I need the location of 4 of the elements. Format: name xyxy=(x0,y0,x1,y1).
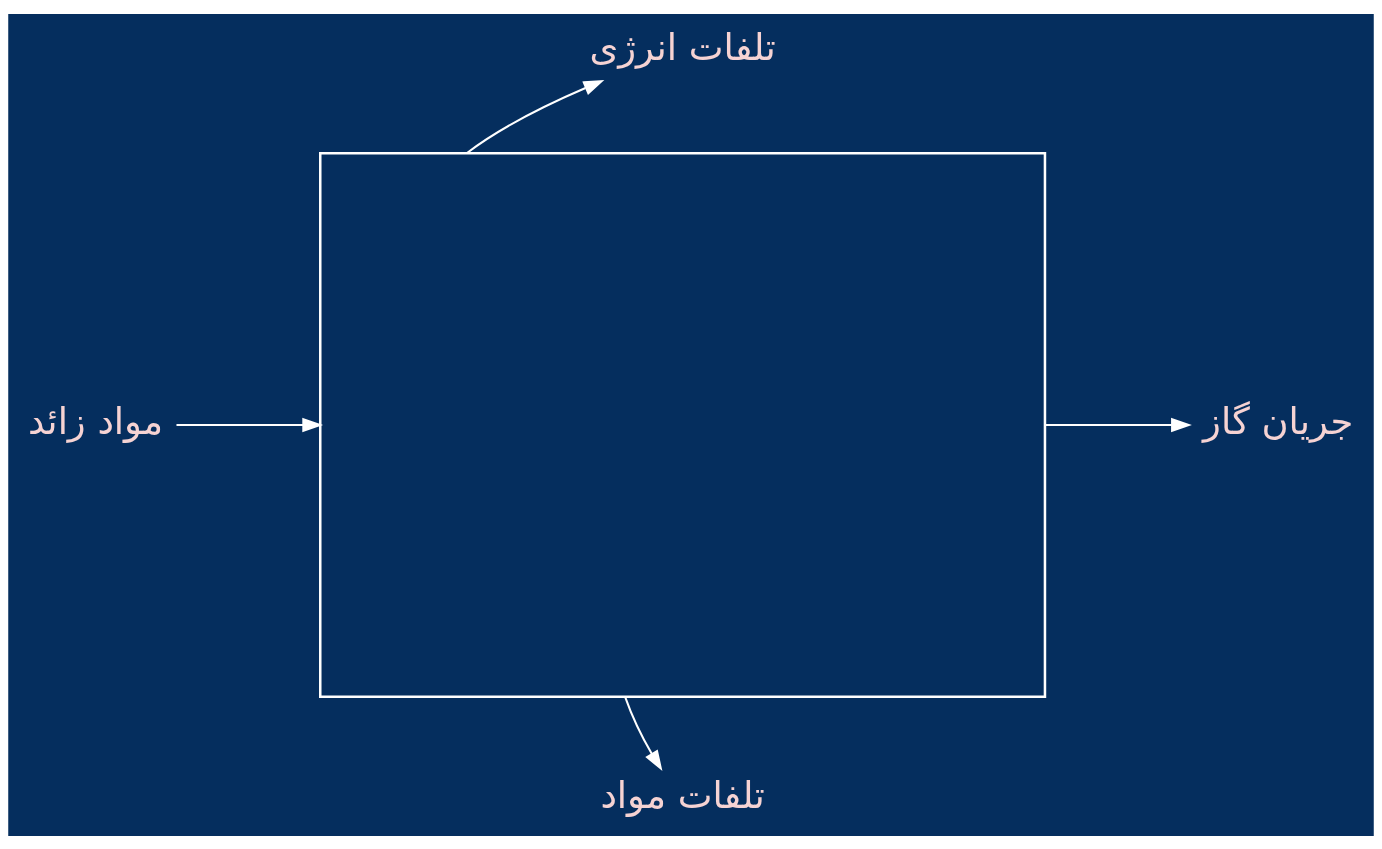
node-text: تلفات مواد xyxy=(600,773,765,817)
node-text: مواد زائد xyxy=(28,399,163,443)
node-text: تلفات انرژی xyxy=(589,25,776,69)
node-text: جریان گاز xyxy=(1203,399,1354,443)
